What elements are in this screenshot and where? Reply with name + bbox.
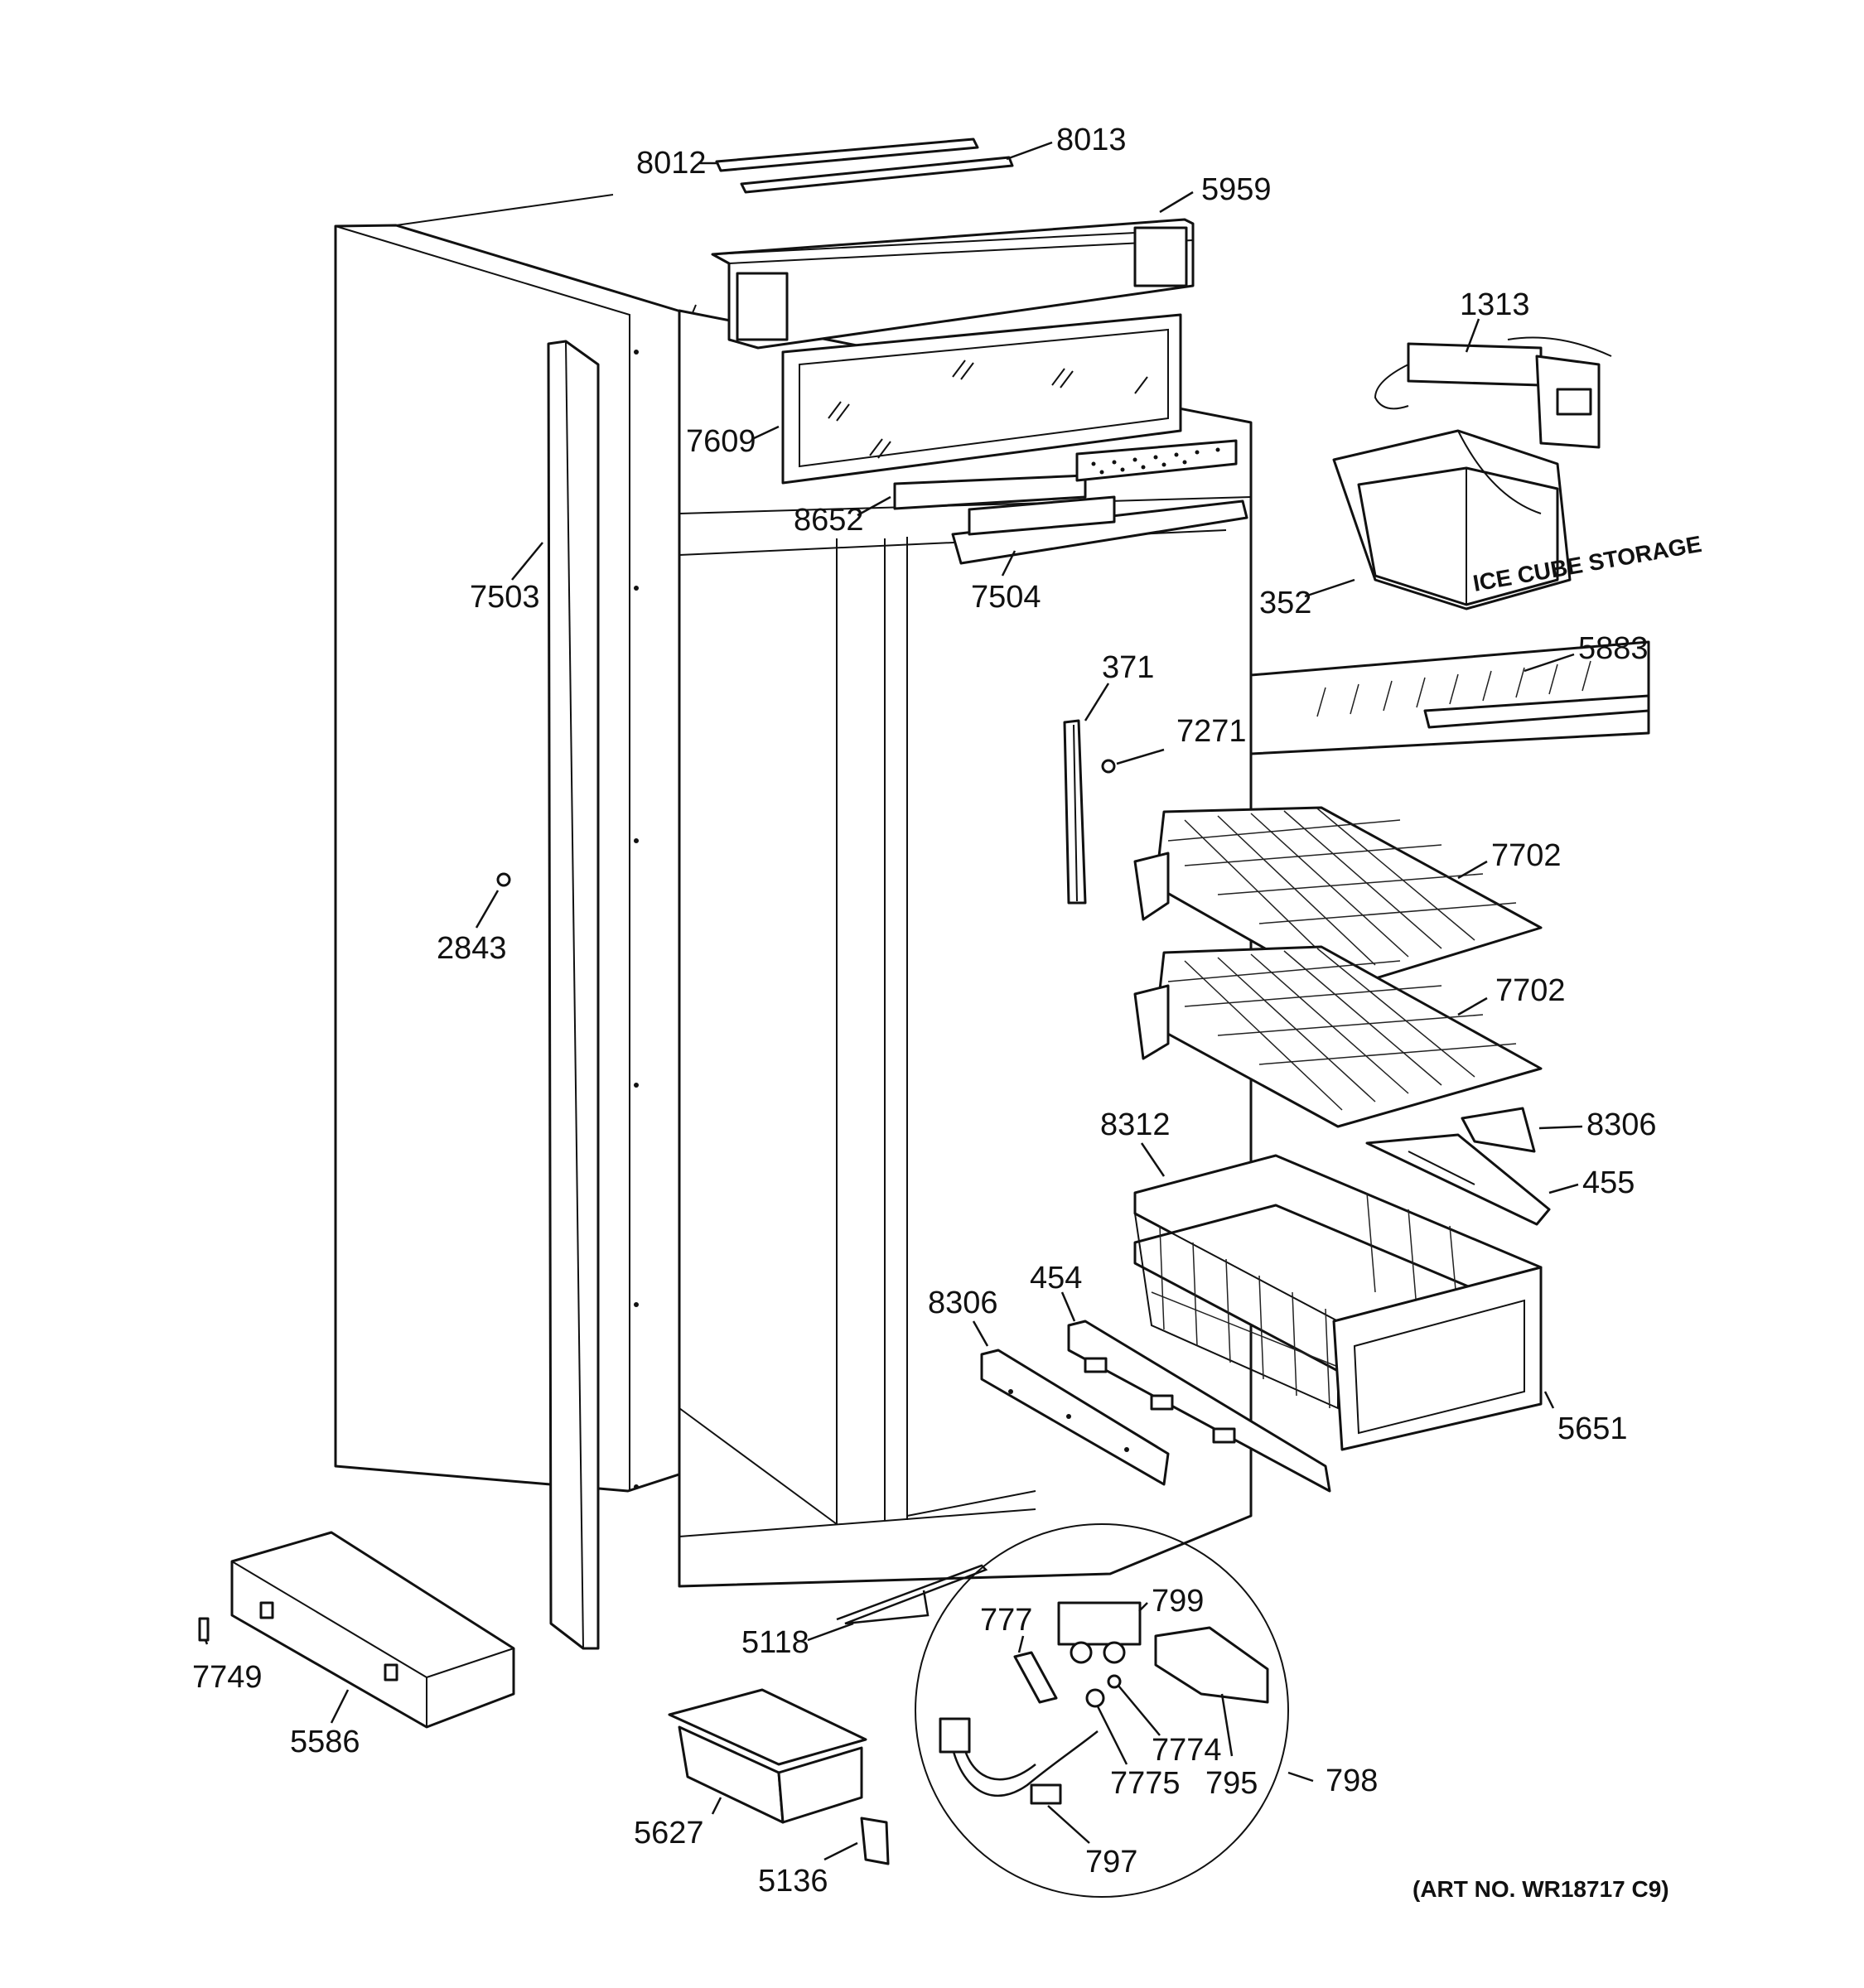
label-7609: 7609	[686, 424, 756, 459]
valve-bracket-795	[1154, 1626, 1269, 1704]
label-5118: 5118	[741, 1625, 809, 1660]
label-7702-upper: 7702	[1491, 838, 1562, 873]
label-7702-lower: 7702	[1495, 973, 1566, 1008]
drawer-front-5651	[1332, 1266, 1543, 1451]
leader-lines	[204, 141, 1583, 1861]
screw-2843	[496, 872, 511, 887]
cover-5586	[230, 1531, 515, 1729]
label-7749: 7749	[192, 1660, 263, 1695]
top-strip-8013	[740, 156, 1014, 194]
door-trim-7503	[547, 340, 600, 1650]
label-795: 795	[1205, 1766, 1258, 1801]
label-7774: 7774	[1152, 1733, 1222, 1768]
valve-799	[1057, 1601, 1142, 1664]
label-5586: 5586	[290, 1725, 360, 1759]
art-number: (ART NO. WR18717 C9)	[1412, 1876, 1669, 1902]
label-7504: 7504	[971, 580, 1041, 615]
harness-797	[939, 1717, 1099, 1805]
label-797: 797	[1085, 1845, 1137, 1879]
label-7503: 7503	[470, 580, 540, 615]
label-371: 371	[1102, 650, 1154, 685]
slide-cover-8306-left	[980, 1349, 1170, 1486]
bracket-7504	[951, 495, 1248, 565]
label-798: 798	[1326, 1764, 1378, 1798]
vent-bar-8652	[893, 439, 1238, 510]
bracket-5136	[860, 1817, 890, 1865]
label-777: 777	[980, 1603, 1032, 1638]
screw-7749	[198, 1617, 210, 1642]
part-labels: 8012 8013 5959 1313 7609 8652 7504 7503 …	[192, 123, 1657, 1899]
top-frame-5959	[711, 218, 1195, 350]
label-8312: 8312	[1100, 1107, 1171, 1142]
label-5959: 5959	[1201, 172, 1272, 207]
label-454: 454	[1030, 1261, 1082, 1296]
label-8012: 8012	[636, 146, 707, 181]
label-1313: 1313	[1460, 287, 1530, 322]
label-455: 455	[1582, 1165, 1635, 1200]
label-8306-left: 8306	[928, 1286, 998, 1320]
glass-panel-7609	[781, 313, 1182, 485]
label-5627: 5627	[634, 1816, 704, 1850]
ice-bucket-352: ICE CUBE STORAGE	[1332, 429, 1703, 610]
slide-455	[1365, 1133, 1551, 1226]
label-8306-right: 8306	[1586, 1107, 1657, 1142]
label-5136: 5136	[758, 1864, 828, 1899]
label-5883: 5883	[1578, 631, 1649, 666]
label-7775: 7775	[1110, 1766, 1181, 1801]
label-5651: 5651	[1557, 1411, 1628, 1446]
label-799: 799	[1152, 1584, 1204, 1619]
wire-shelf-7702-upper	[1133, 806, 1543, 992]
rail-371	[1063, 719, 1087, 905]
wire-5118	[836, 1564, 988, 1625]
slide-454	[1067, 1320, 1331, 1493]
screw-7774	[1107, 1674, 1122, 1689]
cabinet	[334, 194, 1253, 1588]
label-7271: 7271	[1176, 714, 1247, 749]
bracket-777	[1013, 1651, 1058, 1704]
screw-7271	[1101, 759, 1116, 774]
slide-cover-8306-right	[1461, 1107, 1536, 1153]
detail-circle-798	[915, 1523, 1289, 1898]
ice-maker-1313	[1374, 336, 1612, 449]
label-8013: 8013	[1056, 123, 1127, 157]
top-strip-8012	[715, 138, 979, 172]
clamp-7775	[1085, 1688, 1105, 1708]
label-352: 352	[1259, 586, 1311, 620]
label-2843: 2843	[437, 931, 507, 966]
label-8652: 8652	[794, 503, 864, 538]
wire-shelf-7702-lower	[1133, 945, 1543, 1128]
tray-5627	[668, 1688, 867, 1824]
shelf-5883	[1249, 640, 1650, 755]
